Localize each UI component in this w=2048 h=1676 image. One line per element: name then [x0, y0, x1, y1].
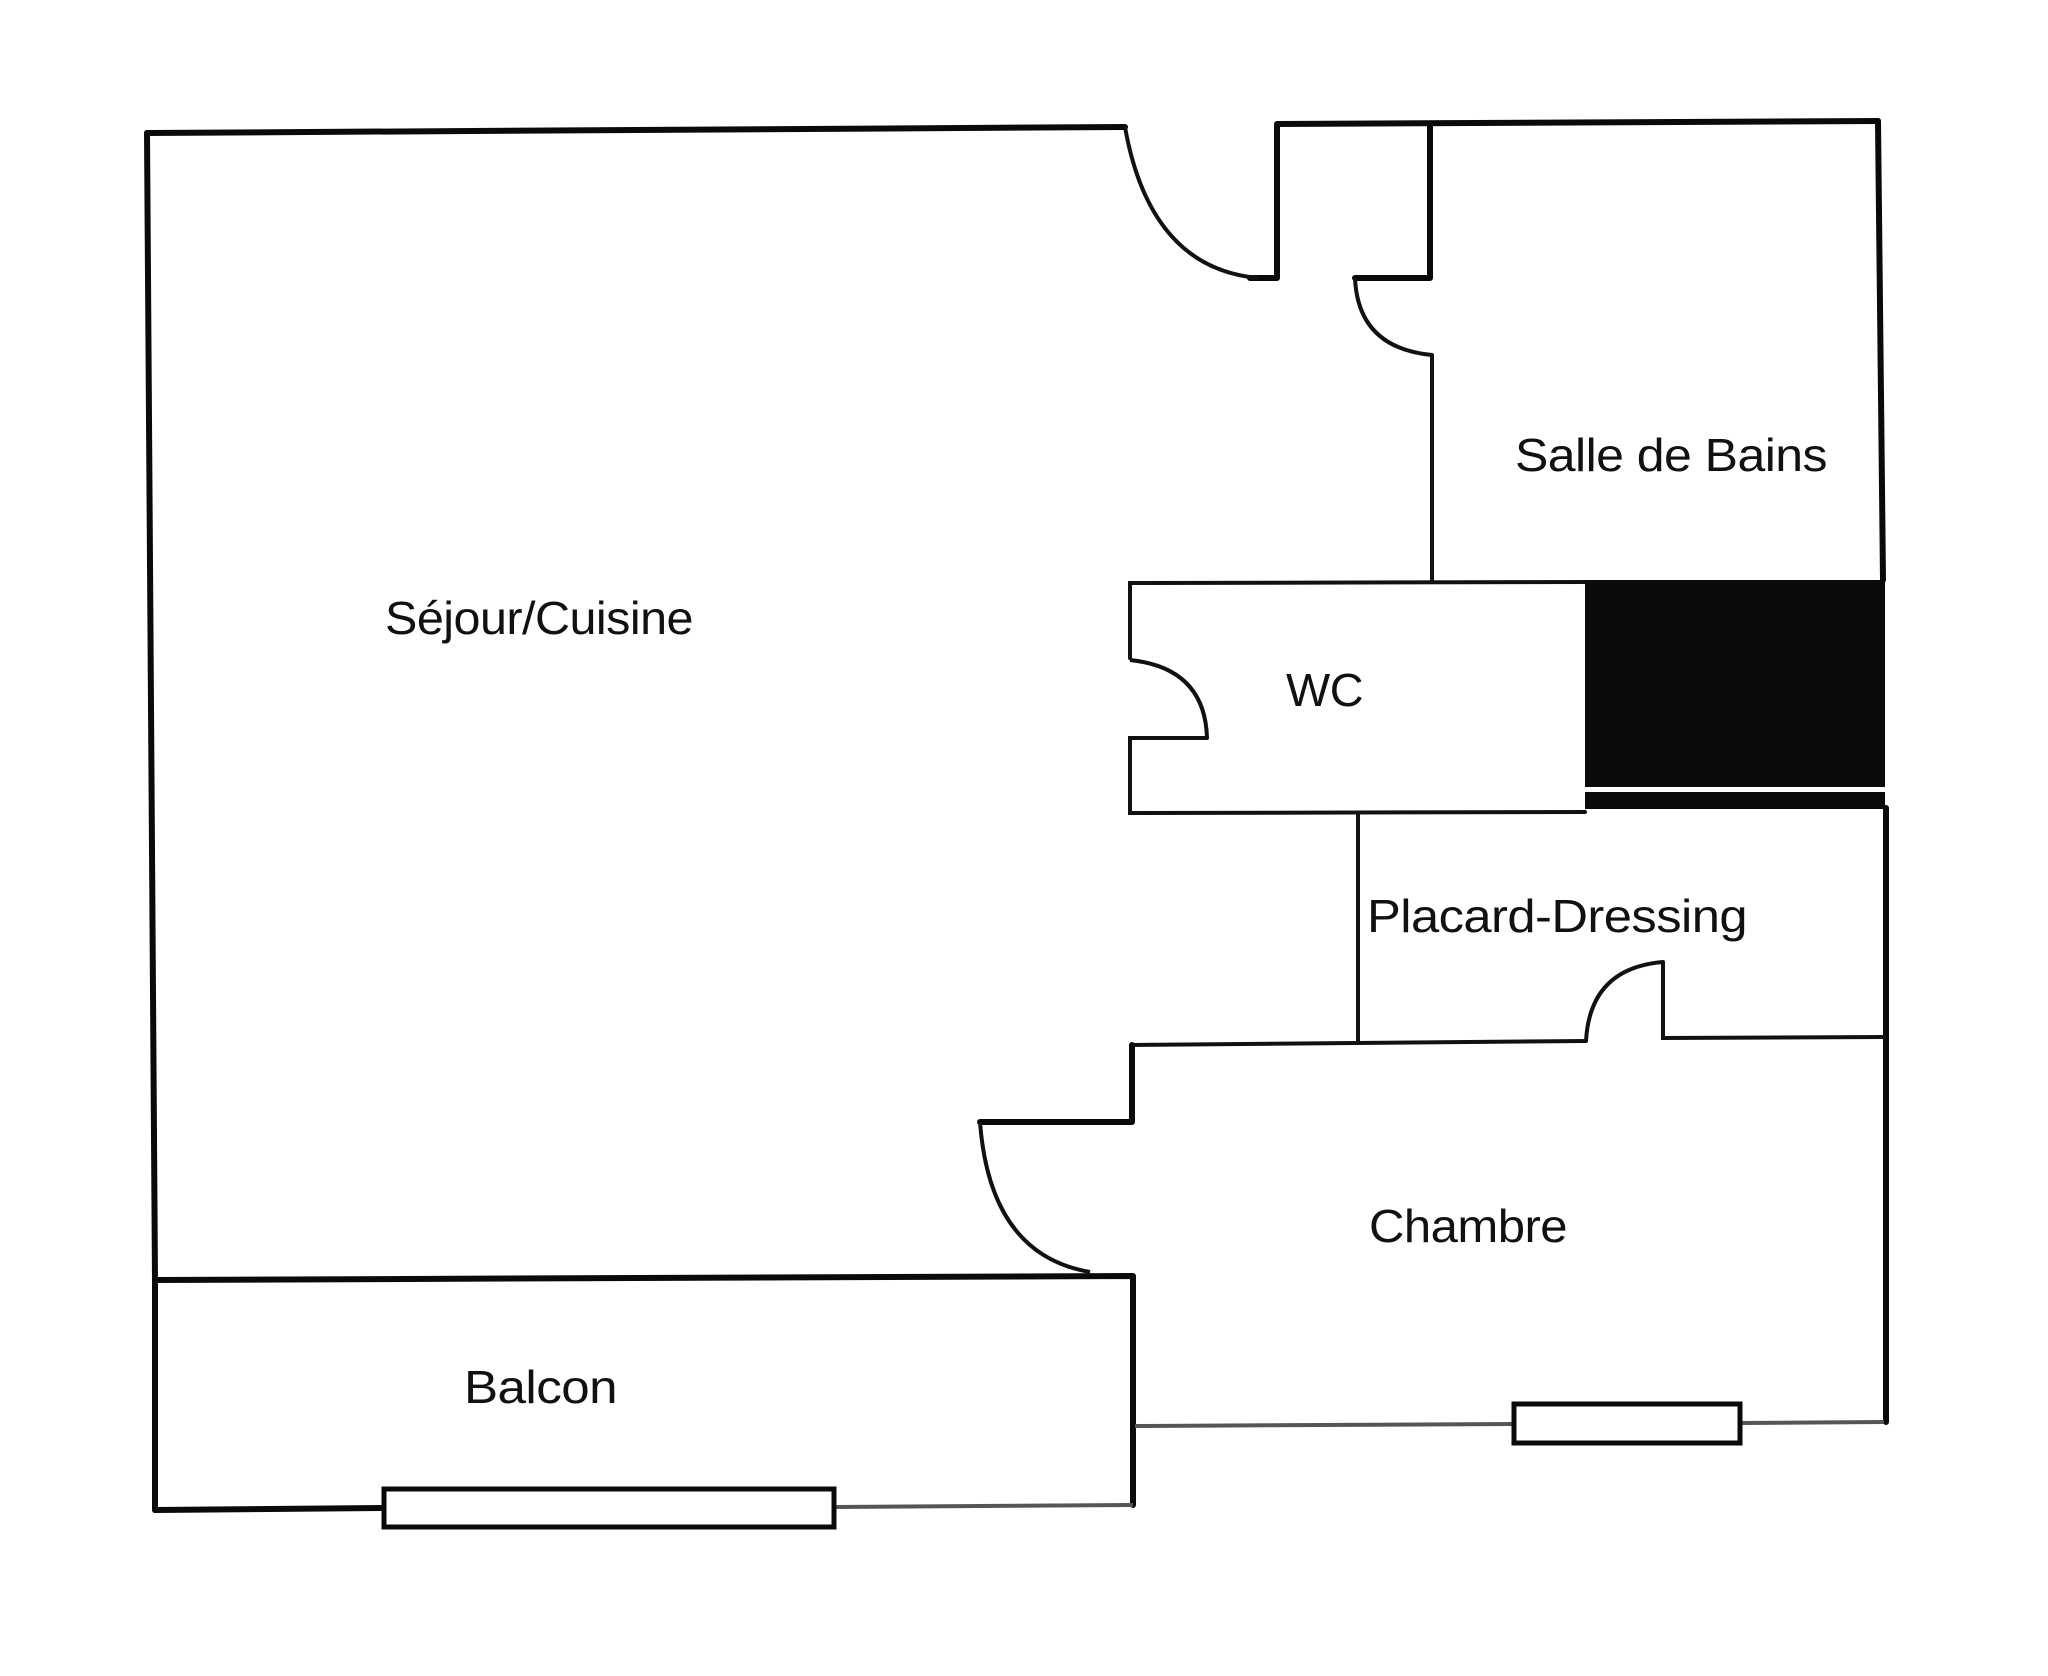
chambre-window — [1511, 1401, 1743, 1446]
label-sejour-cuisine: Séjour/Cuisine — [385, 592, 693, 644]
label-balcon: Balcon — [464, 1361, 617, 1413]
wall-chambre-bottom-left — [1134, 1422, 1515, 1428]
shaft-block — [1585, 580, 1885, 787]
label-salle-de-bains: Salle de Bains — [1515, 429, 1827, 481]
label-wc: WC — [1286, 664, 1363, 716]
wall-right — [1875, 118, 1889, 1425]
wall-balcon-bottom-left — [152, 1505, 387, 1513]
label-chambre: Chambre — [1369, 1200, 1567, 1252]
technical-shaft — [1585, 580, 1885, 809]
shaft-strip — [1585, 792, 1885, 809]
wall-sejour-top — [144, 124, 1128, 136]
windows — [381, 1401, 1743, 1530]
bathroom-door-arc-icon — [1353, 277, 1433, 357]
wall-entrance-recess — [1247, 118, 1881, 281]
wall-balcon-bottom-right — [833, 1503, 1134, 1509]
entrance-door-arc-icon — [1123, 126, 1259, 280]
placard-door-arc-icon — [1584, 960, 1664, 1042]
walls — [144, 118, 1889, 1513]
balcon-window — [381, 1486, 837, 1530]
wall-chambre-step — [977, 1042, 1135, 1125]
label-placard-dressing: Placard-Dressing — [1367, 890, 1747, 942]
room-labels: Séjour/Cuisine Salle de Bains WC Placard… — [385, 429, 1828, 1413]
wall-placard-bottom — [1130, 960, 1887, 1047]
doors — [978, 126, 1664, 1274]
wall-left — [144, 130, 158, 1513]
chambre-door-arc-icon — [978, 1121, 1091, 1274]
wc-door-arc-icon — [1129, 658, 1209, 739]
wall-chambre-bottom-right — [1739, 1420, 1885, 1425]
wall-balcon-top — [152, 1273, 1136, 1508]
wall-bathroom-left-upper — [1352, 121, 1433, 281]
